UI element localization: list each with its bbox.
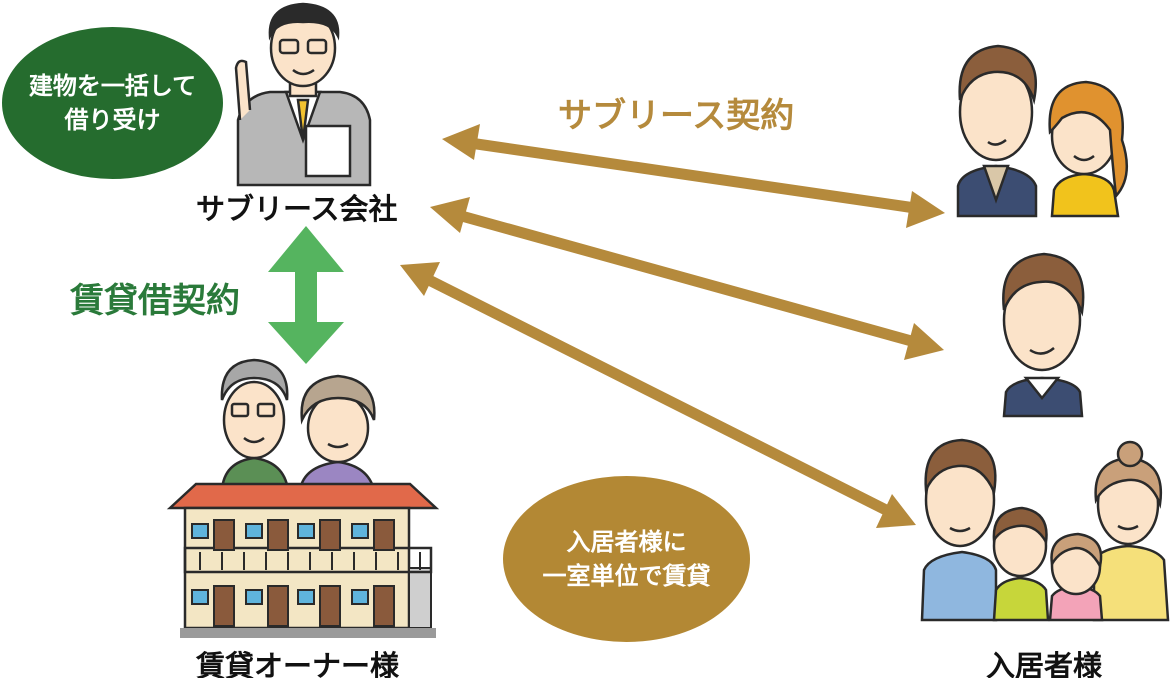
resident-single-icon bbox=[1002, 252, 1085, 418]
sublease-company-label: サブリース会社 bbox=[196, 192, 398, 226]
sublease-arrow-bottom bbox=[400, 262, 916, 528]
unit-lease-text-line1: 入居者様に bbox=[566, 528, 687, 556]
sublease-company-person-icon bbox=[234, 2, 372, 187]
bulk-lease-text-line2: 借り受け bbox=[64, 106, 161, 134]
lease-contract-label: 賃貸借契約 bbox=[70, 281, 240, 321]
owner-label: 賃貸オーナー様 bbox=[196, 649, 400, 678]
residents-label: 入居者様 bbox=[986, 649, 1103, 678]
sublease-arrow-middle bbox=[430, 197, 944, 360]
sublease-arrow-top bbox=[442, 124, 945, 228]
resident-family-icon bbox=[920, 438, 1170, 622]
bulk-lease-text-line1: 建物を一括して bbox=[28, 72, 197, 100]
apartment-building-icon bbox=[166, 482, 440, 638]
unit-lease-bubble: 入居者様に 一室単位で賃貸 bbox=[503, 476, 750, 642]
bulk-lease-bubble: 建物を一括して 借り受け bbox=[2, 27, 223, 179]
resident-couple-icon bbox=[956, 44, 1129, 218]
sublease-contract-label: サブリース契約 bbox=[558, 96, 795, 136]
owner-couple-icon bbox=[220, 358, 376, 492]
lease-arrow bbox=[268, 226, 344, 364]
unit-lease-text-line2: 一室単位で賃貸 bbox=[542, 562, 711, 590]
